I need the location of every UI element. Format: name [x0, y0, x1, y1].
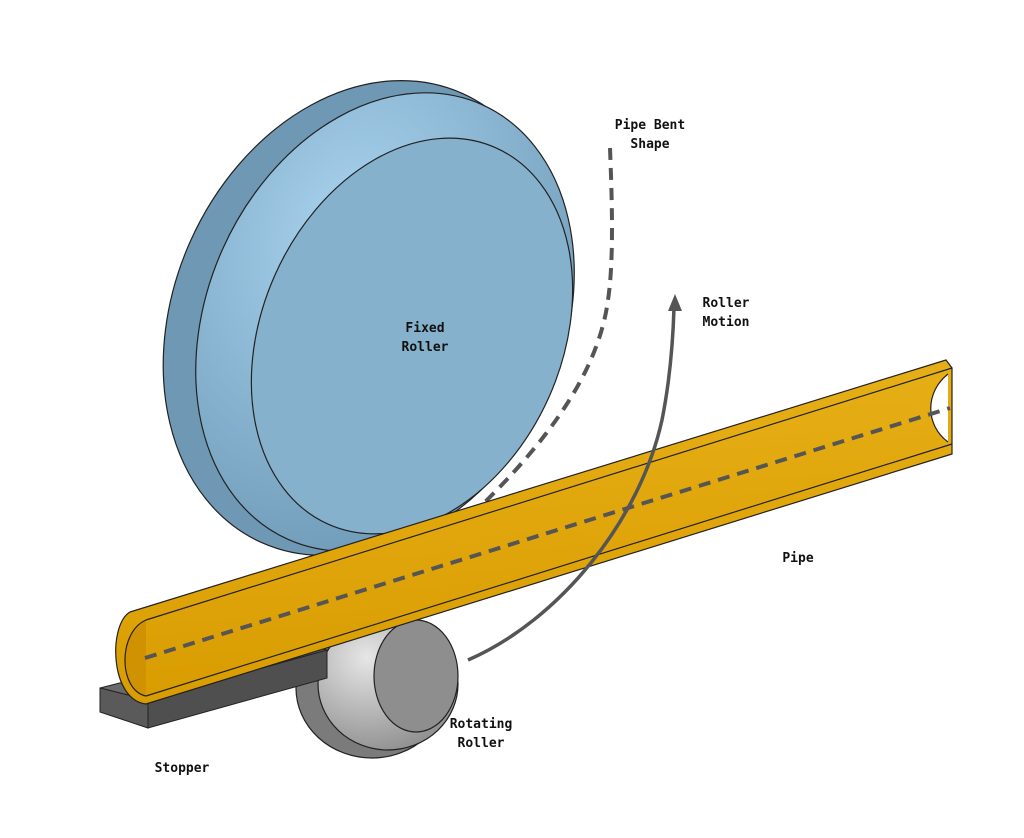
- label-line: Shape: [630, 137, 670, 152]
- label-pipe: Pipe: [782, 551, 814, 566]
- arrow-head-icon: [668, 294, 682, 311]
- pipe-centerline: [144, 406, 951, 660]
- label-line: Roller: [457, 736, 505, 751]
- label-stopper: Stopper: [154, 761, 210, 776]
- pipe-bent-shape-curve: [390, 147, 614, 587]
- rotating-roller-face: [373, 619, 459, 733]
- label-line: Rotating: [449, 717, 513, 732]
- pipe-body: [115, 359, 953, 705]
- label-pipe-bent-shape: Pipe Bent Shape: [615, 116, 685, 154]
- rotating-roller: [295, 617, 459, 759]
- label-line: Roller: [702, 296, 750, 311]
- fixed-roller-face: [250, 137, 574, 535]
- pipe-right-opening: [930, 373, 949, 443]
- pipe-top-lip: [145, 367, 953, 621]
- roller-motion-arrow: [467, 307, 676, 662]
- pipe-left-opening: [124, 619, 147, 697]
- label-line: Pipe Bent: [614, 118, 686, 133]
- label-roller-motion: Roller Motion: [703, 294, 750, 332]
- label-rotating-roller: Rotating Roller: [450, 715, 513, 753]
- label-line: Fixed: [405, 321, 445, 336]
- label-line: Motion: [702, 315, 750, 330]
- label-fixed-roller: Fixed Roller: [402, 319, 449, 357]
- pipe-bottom-lip: [145, 443, 953, 697]
- fixed-roller: [162, 80, 575, 556]
- pipe: [115, 359, 953, 705]
- label-line: Roller: [401, 340, 449, 355]
